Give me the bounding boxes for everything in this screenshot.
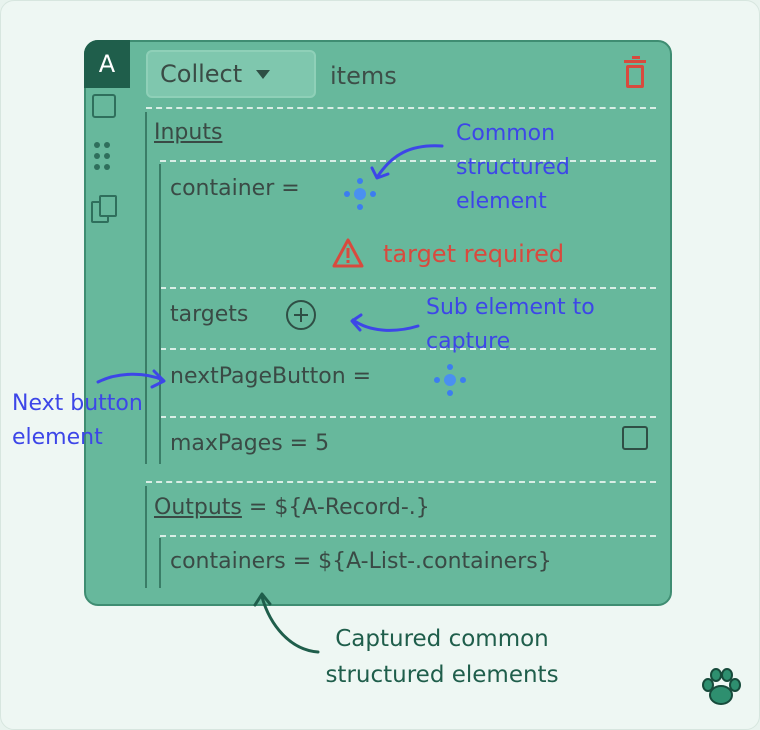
- drag-handle-icon[interactable]: [94, 142, 116, 176]
- annotation-line: Sub element to: [426, 295, 595, 320]
- targets-field-label: targets: [170, 302, 249, 327]
- annotation-line: element: [456, 189, 547, 214]
- divider: [160, 287, 656, 289]
- divider: [146, 107, 656, 109]
- checkbox-icon[interactable]: [622, 426, 648, 450]
- containers-output: containers = ${A-List-.containers}: [170, 549, 552, 574]
- tree-line: [145, 486, 147, 588]
- divider: [160, 348, 656, 350]
- annotation-line: structured elements: [325, 662, 559, 688]
- items-label: items: [330, 62, 397, 90]
- annotation-line: element: [12, 425, 103, 450]
- container-field-label: container =: [170, 176, 300, 201]
- max-pages-field: maxPages = 5: [170, 431, 330, 456]
- outputs-heading-value: = ${A-Record-.}: [248, 495, 430, 520]
- annotation-line: Captured common: [335, 626, 549, 652]
- annotation-line: Common: [456, 121, 556, 146]
- add-circle-icon[interactable]: [286, 300, 316, 330]
- annotation-line: structured: [456, 155, 570, 180]
- tree-line: [159, 538, 161, 588]
- target-icon[interactable]: [344, 178, 376, 210]
- annotation-sub-element: Sub element to capture: [426, 291, 595, 359]
- warning-icon: [332, 238, 364, 268]
- trash-icon[interactable]: [624, 56, 646, 88]
- square-icon[interactable]: [92, 94, 116, 118]
- error-message: target required: [383, 240, 565, 268]
- annotation-next-button: Next button element: [12, 387, 143, 455]
- duplicate-icon[interactable]: [91, 195, 119, 225]
- divider: [146, 481, 656, 483]
- target-icon[interactable]: [434, 364, 466, 396]
- annotation-line: capture: [426, 329, 511, 354]
- paw-logo: [702, 668, 741, 705]
- tree-line: [145, 112, 147, 464]
- outputs-heading-row: Outputs = ${A-Record-.}: [154, 495, 430, 520]
- tree-line: [159, 164, 161, 464]
- annotation-captured: Captured common structured elements: [300, 621, 584, 693]
- inputs-heading: Inputs: [154, 120, 223, 145]
- collect-dropdown-label: Collect: [160, 60, 243, 88]
- annotation-line: Next button: [12, 391, 143, 416]
- block-badge: A: [84, 40, 130, 88]
- chevron-down-icon: [256, 69, 271, 79]
- divider: [160, 416, 656, 418]
- annotation-common: Common structured element: [456, 117, 570, 219]
- divider: [160, 535, 656, 537]
- outputs-heading: Outputs: [154, 495, 242, 520]
- divider: [160, 160, 656, 162]
- next-page-button-label: nextPageButton =: [170, 364, 372, 389]
- collect-dropdown[interactable]: Collect: [146, 50, 316, 98]
